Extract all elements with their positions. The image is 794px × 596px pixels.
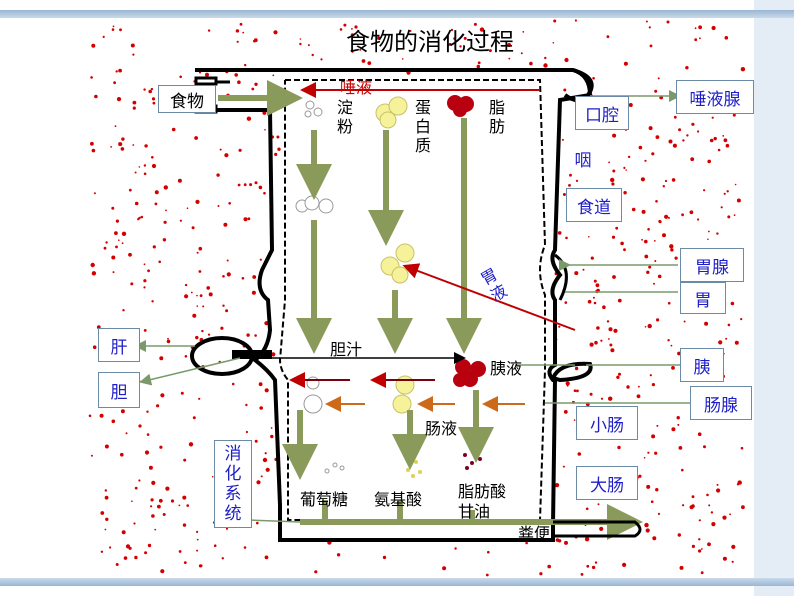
gastric-gland-label: 胃腺 (680, 248, 744, 282)
page-title: 食物的消化过程 (300, 22, 560, 57)
pancreatic-juice-label: 胰液 (490, 355, 522, 379)
pancreas-shape (553, 364, 591, 380)
large-intestine-label: 大肠 (576, 466, 638, 500)
salivary-gland-label: 唾液腺 (676, 80, 754, 114)
gallbladder-label: 胆 (98, 372, 140, 408)
intestinal-juice-label: 肠液 (425, 415, 457, 439)
digestive-system-label: 消化系统 (214, 440, 252, 528)
fat-label: 脂肪 (488, 98, 506, 136)
stomach-label: 胃 (680, 282, 726, 314)
starch-label: 淀粉 (336, 98, 354, 136)
bile-label: 胆汁 (330, 336, 362, 360)
glucose-label: 葡萄糖 (300, 486, 348, 510)
intestinal-gland-label: 肠腺 (690, 386, 752, 420)
glycerol-label: 甘油 (458, 498, 490, 522)
pharynx-label: 咽 (568, 144, 598, 172)
product-dots (325, 463, 344, 473)
esophagus-label: 食道 (566, 188, 622, 222)
pancreas-label: 胰 (680, 348, 724, 382)
food-label: 食物 (158, 85, 216, 113)
saliva-label: 唾液 (340, 74, 372, 98)
protein-particles (376, 97, 414, 413)
small-intestine-label: 小肠 (576, 406, 638, 440)
feces-label: 粪便 (518, 520, 550, 544)
liver-label: 肝 (98, 328, 140, 362)
amino-acid-label: 氨基酸 (374, 486, 422, 510)
protein-label: 蛋白质 (414, 98, 432, 155)
mouth-label: 口腔 (575, 96, 629, 130)
